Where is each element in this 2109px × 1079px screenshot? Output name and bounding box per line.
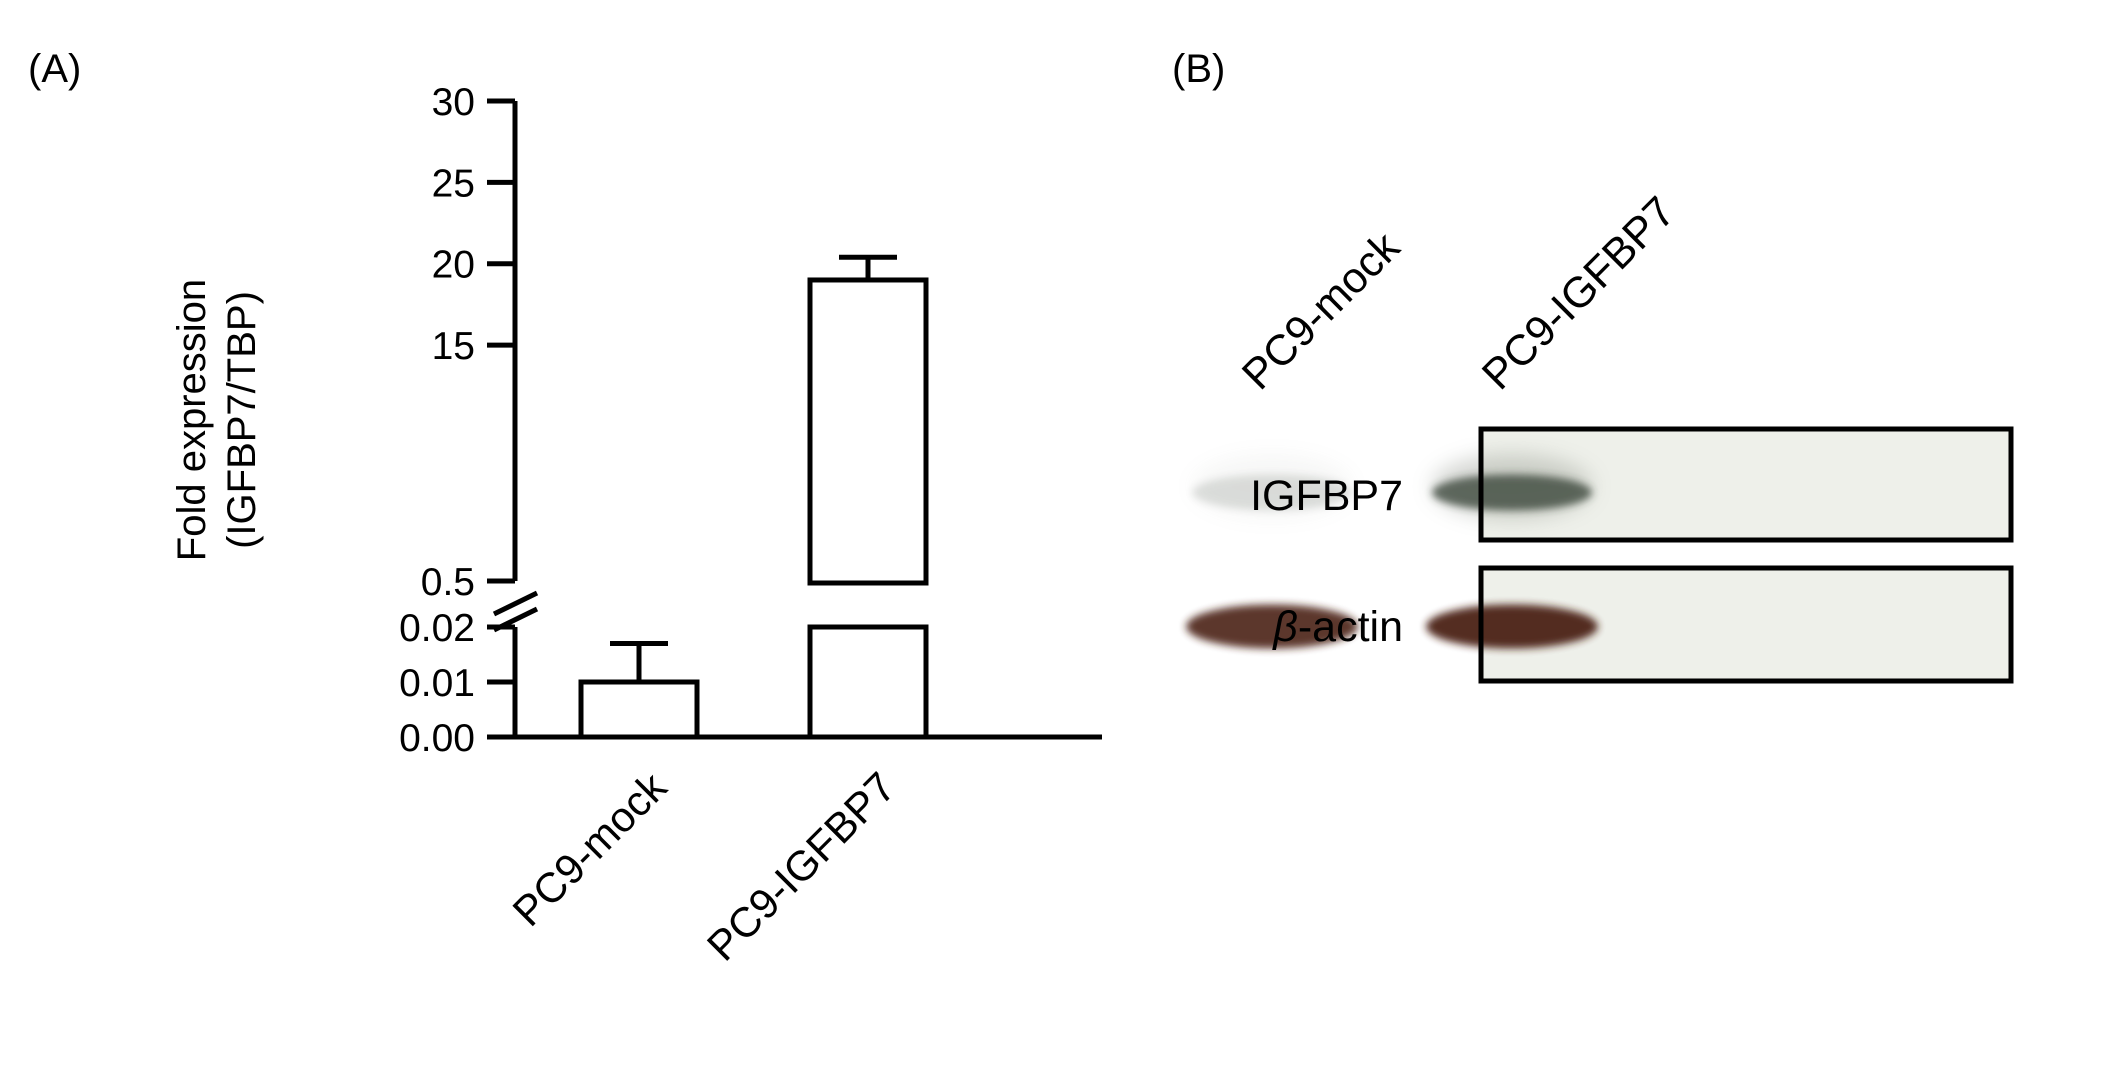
error-bars (610, 254, 897, 682)
y-tick-label: 15 (432, 325, 475, 368)
beta-symbol: β (1271, 603, 1298, 651)
x-tick-label: PC9-mock (504, 762, 677, 935)
blot-frame (1478, 565, 2014, 684)
bar (578, 679, 700, 740)
blot-row: β-actin (1186, 565, 2014, 684)
y-axis-title: Fold expression (IGFBP7/TBP) (170, 279, 264, 561)
y-tick-label: 0.02 (399, 607, 475, 650)
y-tick-label: 0.00 (399, 717, 475, 760)
x-tick-label: PC9-IGFBP7 (698, 763, 905, 970)
blot-lane-label: PC9-mock (1233, 223, 1409, 399)
y-tick-label: 30 (432, 81, 475, 124)
blot-lane-label: PC9-IGFBP7 (1473, 188, 1684, 399)
bars (578, 277, 929, 740)
y-tick-label: 0.01 (399, 662, 475, 705)
panel-label-a: (A) (28, 47, 81, 91)
blot-lane-labels: PC9-mock PC9-IGFBP7 (1233, 188, 1684, 399)
blot-band (1426, 604, 1598, 649)
blot-band (1192, 474, 1352, 511)
blot-row-label: IGFBP7 (1250, 472, 1403, 520)
blot-band (1186, 604, 1358, 649)
blot-rows: IGFBP7 β-actin (1186, 426, 2014, 684)
blot-band (1432, 474, 1592, 511)
blot-frame (1478, 426, 2014, 543)
bar (807, 277, 929, 586)
bar-chart: Fold expression (IGFBP7/TBP) 0.000.010.0… (170, 81, 1102, 970)
axis-break-mark (492, 590, 539, 617)
blot-row: IGFBP7 (1192, 426, 2014, 543)
blot-row-label: β-actin (1271, 603, 1403, 651)
y-axis-title-line1: Fold expression (170, 279, 214, 561)
y-ticks: 0.00 0.01 0.020.5 15 20 25 30 (399, 81, 515, 760)
panel-label-b: (B) (1172, 47, 1225, 91)
chart-axes (492, 101, 1102, 740)
y-tick-label: 0.5 (421, 561, 475, 604)
western-blot: PC9-mock PC9-IGFBP7 IGFBP7 β-actin (1186, 188, 2014, 684)
y-tick-label: 25 (432, 162, 475, 205)
y-axis-title-line2: (IGFBP7/TBP) (220, 291, 264, 549)
bar (807, 624, 929, 740)
blot-row-label-rest: -actin (1298, 603, 1403, 651)
y-tick-label: 20 (432, 244, 475, 287)
